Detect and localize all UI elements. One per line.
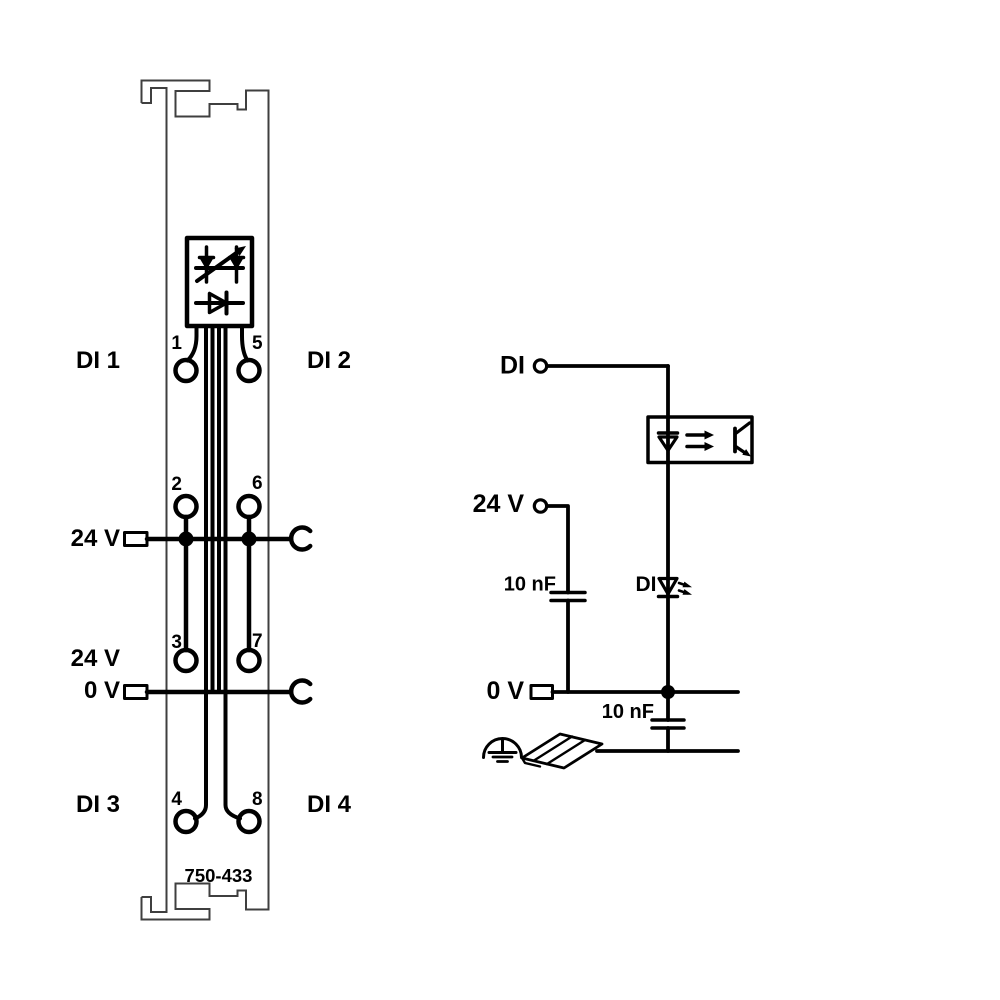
terminal-6 [236, 493, 262, 520]
terminal-2 [173, 493, 199, 520]
label-rail-0v: 0 V [84, 677, 120, 704]
power-jumper-plug-icon [529, 684, 554, 700]
schematic-supply-label: 24 V [473, 490, 525, 518]
terminal-7 [236, 647, 262, 674]
internal-bus-wires [185, 324, 250, 821]
power-jumper-socket-icon [288, 678, 313, 705]
diode-icon [194, 290, 245, 316]
optocoupler-frame [646, 415, 754, 465]
terminal-links [183, 514, 252, 653]
wire-to-terminal-5 [240, 324, 250, 363]
din-rail-icon [520, 732, 604, 770]
terminal-5 [236, 357, 262, 384]
power-jumper-plug-icon [123, 531, 149, 547]
terminal-1 [173, 357, 199, 384]
terminal-number-5: 5 [252, 333, 263, 354]
supply-branch: 24 V 10 nF [473, 490, 587, 694]
terminal-8 [236, 808, 262, 835]
functional-earth-icon [482, 737, 523, 763]
input-channel-schematic: DI DI [473, 352, 754, 770]
led-label: DI [636, 573, 657, 596]
arrow-head [234, 246, 246, 256]
label-di2: DI 2 [307, 347, 351, 374]
label-rail-24v: 24 V [71, 525, 120, 552]
status-led: DI [636, 573, 692, 599]
power-rail-0v [123, 678, 313, 705]
input-terminal-circle [532, 358, 549, 374]
terminal-4 [173, 808, 199, 835]
terminal-number-4: 4 [171, 789, 182, 810]
capacitor-supply-label: 10 nF [504, 574, 556, 596]
terminal-number-6: 6 [252, 473, 263, 494]
terminal-number-3: 3 [171, 632, 182, 653]
label-di4: DI 4 [307, 791, 352, 818]
led-icon [656, 576, 692, 599]
ground-capacitor-branch: 10 nF [602, 690, 686, 753]
suppressor-diodes-icon [194, 245, 246, 284]
schematic-input-label: DI [500, 352, 525, 380]
label-input-24v: 24 V [71, 645, 120, 672]
terminal-number-7: 7 [252, 631, 263, 652]
power-jumper-socket-icon [288, 525, 313, 552]
module-labels: DI 1 DI 2 24 V 24 V 0 V DI 3 DI 4 750-43… [71, 333, 352, 886]
supply-terminal-circle [532, 498, 549, 514]
terminal-number-8: 8 [252, 789, 263, 810]
wire-to-terminal-1 [185, 324, 199, 363]
capacitor-ground-label: 10 nF [602, 701, 654, 723]
terminals [173, 357, 262, 835]
terminal-number-1: 1 [171, 333, 182, 354]
schematic-0v-rail: 0 V [486, 677, 740, 705]
terminal-3 [173, 647, 199, 674]
part-number: 750-433 [185, 865, 253, 886]
label-di1: DI 1 [76, 347, 120, 374]
module-housing-outline [140, 79, 270, 921]
input-circuit-symbol-box [184, 235, 255, 329]
wire-to-terminal-8 [223, 324, 242, 821]
terminal-number-2: 2 [171, 474, 182, 495]
label-di3: DI 3 [76, 791, 120, 818]
optocoupler-icon [646, 415, 754, 465]
wire-to-terminal-4 [193, 324, 208, 821]
schematic-ground-label: 0 V [486, 677, 524, 705]
power-jumper-plug-icon [123, 684, 149, 700]
